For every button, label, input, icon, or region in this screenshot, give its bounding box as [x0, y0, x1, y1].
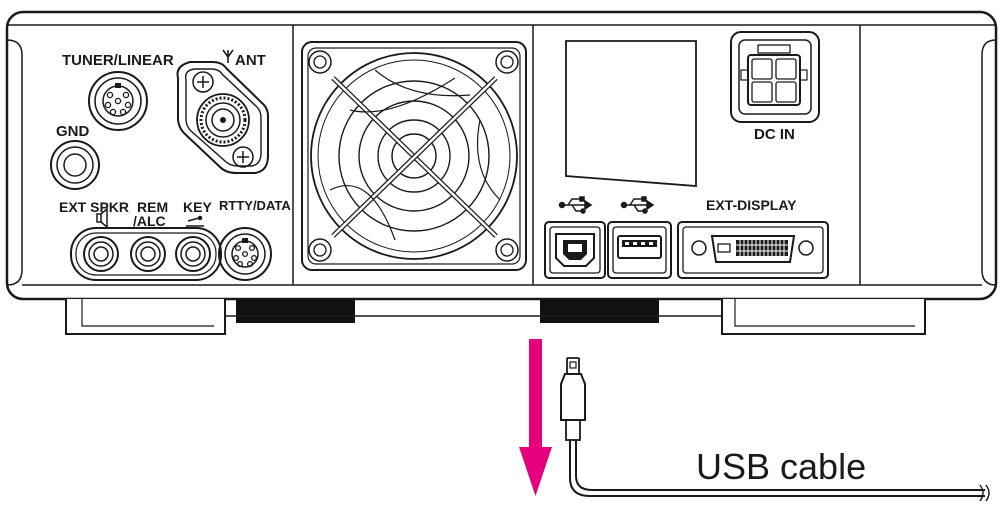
blank-plate [565, 40, 697, 187]
usb-icon [620, 196, 655, 214]
cooling-fan [301, 41, 527, 271]
dc-in-connector[interactable] [730, 31, 820, 123]
gnd-label: GND [56, 123, 90, 140]
direction-arrow [519, 339, 552, 496]
tuner-linear-label: TUNER/LINEAR [62, 52, 174, 69]
usb-b-port[interactable] [544, 221, 606, 279]
ext-display-dvi-port[interactable] [677, 221, 829, 279]
jack-row-housing [70, 227, 222, 281]
ant-label: ANT [235, 52, 266, 69]
chassis-feet [65, 299, 926, 335]
key-label: KEY [183, 199, 212, 215]
dc-in-label: DC IN [754, 126, 795, 143]
rtty-data-connector[interactable] [218, 227, 272, 281]
usb-cable-label: USB cable [696, 446, 866, 487]
rtty-data-label: RTTY/DATA [219, 198, 291, 213]
antenna-connector[interactable] [176, 61, 269, 174]
alc-label: /ALC [133, 213, 166, 229]
ext-spkr-jack[interactable] [83, 236, 119, 272]
usb-icon [558, 196, 593, 214]
tuner-linear-connector[interactable] [88, 71, 148, 131]
rem-alc-jack[interactable] [130, 236, 166, 272]
usb-cable [560, 357, 990, 502]
rem-label: REM [137, 199, 168, 215]
speaker-icon [96, 207, 108, 229]
key-jack[interactable] [175, 236, 211, 272]
gnd-terminal[interactable] [50, 140, 100, 190]
key-icon [186, 215, 204, 227]
ext-display-label: EXT-DISPLAY [706, 197, 797, 213]
ext-spkr-label: EXT SPKR [59, 199, 129, 215]
antenna-icon [222, 49, 234, 63]
usb-a-port[interactable] [607, 221, 672, 279]
